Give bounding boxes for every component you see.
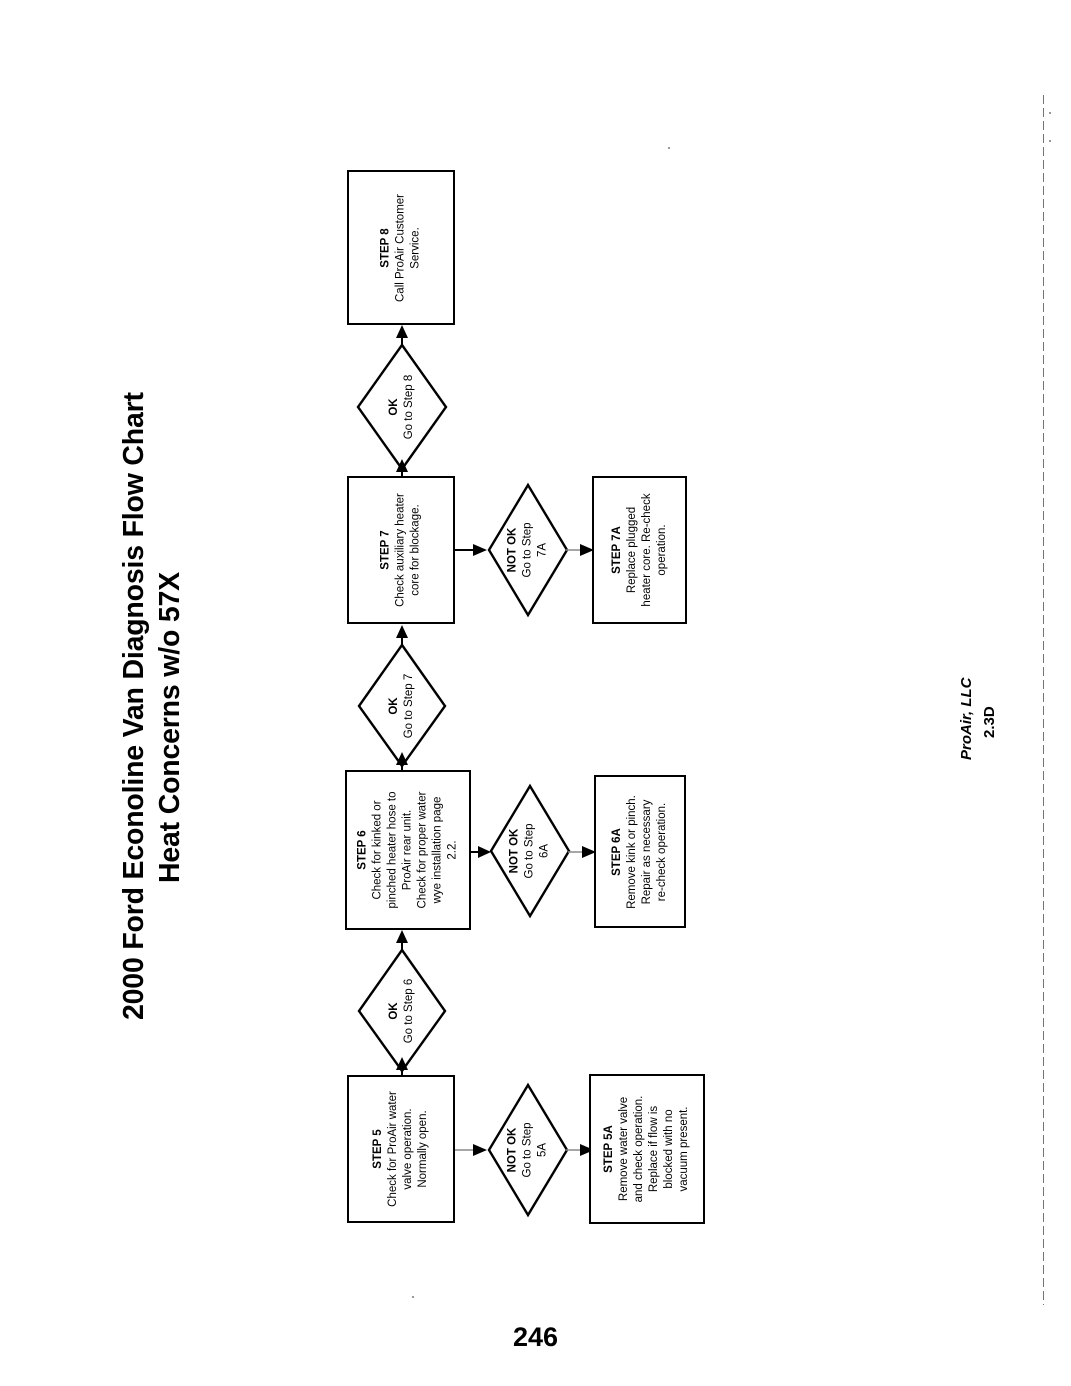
connector-step7-to-notok7 <box>455 539 487 561</box>
flow-node-step-6a-line-2: Repair as necessary <box>641 799 653 904</box>
flow-decision-not-ok-go-to-step-6a[interactable]: NOT OK Go to Step 6A <box>489 783 571 919</box>
scan-artifact-speck <box>1049 140 1051 142</box>
scan-artifact-speck <box>668 147 670 149</box>
flow-decision-notok7-line-2: 7A <box>536 542 549 558</box>
flow-node-step-6-title: STEP 6 <box>356 830 369 870</box>
flow-node-step-5a-line-2: and check operation. <box>633 1095 646 1203</box>
flow-node-step-6a-line-1: Remove kink or pinch. <box>626 794 639 909</box>
flow-decision-ok7-line-1: Go to Step 8 <box>403 374 415 440</box>
flow-node-step-6-line-3: ProAir rear unit. <box>401 809 414 891</box>
flow-decision-notok7-line-1: Go to Step <box>521 522 534 578</box>
flow-decision-ok6-line-1: Go to Step 7 <box>403 673 415 738</box>
page-title-line-2: Heat Concerns w/o 57X <box>153 572 186 883</box>
flow-node-step-7-title: STEP 7 <box>379 530 392 570</box>
flow-node-step-5a-line-5: vacuum present. <box>677 1106 690 1192</box>
flow-node-step-5-line-2: valve operation. <box>402 1108 414 1190</box>
connector-notok5-to-step5a <box>566 1139 594 1161</box>
flow-decision-not-ok-go-to-step-5a[interactable]: NOT OK Go to Step 5A <box>487 1082 569 1218</box>
flow-node-step-7a-title: STEP 7A <box>610 526 623 574</box>
flow-node-step-5a[interactable]: STEP 5A Remove water valve and check ope… <box>589 1074 705 1224</box>
flow-node-step-6[interactable]: STEP 6 Check for kinked or pinched heate… <box>345 770 471 930</box>
flow-decision-notok6-line-2: 6A <box>538 843 551 859</box>
flow-node-step-5a-line-1: Remove water valve <box>618 1096 631 1202</box>
flow-node-step-5a-line-4: blocked with no <box>662 1109 675 1189</box>
flow-decision-ok6-title: OK <box>388 696 401 715</box>
flow-decision-ok5-title: OK <box>388 1001 401 1020</box>
flow-node-step-7[interactable]: STEP 7 Check auxiliary heater core for b… <box>347 476 455 624</box>
connector-step5-to-notok5 <box>455 1139 487 1161</box>
connector-notok6-to-step6a <box>568 841 596 863</box>
flow-node-step-5a-title: STEP 5A <box>603 1125 616 1173</box>
flow-node-step-5-line-3: Normally open. <box>416 1110 429 1188</box>
footer-company-name: ProAir, LLC <box>958 677 975 760</box>
scan-artifact-speck <box>412 1296 414 1298</box>
flow-decision-notok5-title: NOT OK <box>506 1127 519 1173</box>
footer-revision: 2.3D <box>980 706 998 738</box>
flow-node-step-8[interactable]: STEP 8 Call ProAir Customer Service. <box>347 170 455 325</box>
flow-node-step-6-line-5: wye installation page <box>431 796 444 904</box>
flow-node-step-7a-line-3: operation. <box>655 524 668 576</box>
flow-node-step-5-line-1: Check for ProAir water <box>387 1091 400 1207</box>
flow-decision-ok7-title: OK <box>388 398 401 416</box>
flow-decision-notok5-line-2: 5A <box>536 1142 549 1158</box>
scan-artifact-speck <box>1049 112 1051 114</box>
flow-decision-notok6-title: NOT OK <box>508 828 521 874</box>
flow-node-step-6a-line-3: re-check operation. <box>655 802 668 901</box>
flow-node-step-6a[interactable]: STEP 6A Remove kink or pinch. Repair as … <box>594 775 686 928</box>
page-number: 246 <box>512 1322 559 1352</box>
flow-node-step-8-line-1: Call ProAir Customer <box>394 193 407 302</box>
connector-notok7-to-step7a <box>566 539 594 561</box>
flow-node-step-8-line-2: Service. <box>409 226 422 269</box>
flow-decision-notok7-title: NOT OK <box>506 527 519 573</box>
flow-decision-ok5-line-1: Go to Step 6 <box>403 978 415 1043</box>
page-title: 2000 Ford Econoline Van Diagnosis Flow C… <box>118 300 187 1020</box>
flow-decision-not-ok-go-to-step-7a[interactable]: NOT OK Go to Step 7A <box>487 482 569 618</box>
flow-node-step-5[interactable]: STEP 5 Check for ProAir water valve oper… <box>347 1075 455 1223</box>
flow-node-step-7a[interactable]: STEP 7A Replace plugged heater core. Re-… <box>592 476 687 624</box>
flow-decision-ok-go-to-step-7[interactable]: OK Go to Step 7 <box>357 642 447 769</box>
flow-decision-ok-go-to-step-8[interactable]: OK Go to Step 8 <box>356 342 448 472</box>
connector-step6-to-notok6 <box>471 841 491 863</box>
flow-node-step-6-line-6: 2.2. <box>446 840 459 860</box>
flow-node-step-7-line-2: core for blockage. <box>409 504 422 596</box>
flow-node-step-6a-title: STEP 6A <box>611 827 624 876</box>
flow-node-step-7a-line-2: heater core. Re-check <box>640 493 653 607</box>
flow-node-step-5a-line-3: Replace if flow is <box>648 1105 660 1193</box>
flow-decision-notok6-line-1: Go to Step <box>523 823 536 879</box>
page-title-line-1: 2000 Ford Econoline Van Diagnosis Flow C… <box>118 392 150 1020</box>
flow-node-step-8-title: STEP 8 <box>379 227 392 268</box>
flow-decision-notok5-line-1: Go to Step <box>521 1122 534 1178</box>
footer: ProAir, LLC 2.3D <box>958 560 1000 760</box>
scan-artifact-edge-line <box>1043 95 1044 1305</box>
flow-decision-ok-go-to-step-6[interactable]: OK Go to Step 6 <box>357 947 447 1074</box>
flow-node-step-7a-line-1: Replace plugged <box>625 506 638 594</box>
flow-node-step-6-line-4: Check for proper water <box>416 791 429 909</box>
flow-node-step-5-title: STEP 5 <box>372 1129 385 1169</box>
flow-node-step-6-line-2: pinched heater hose to <box>386 791 399 909</box>
flow-node-step-6-line-1: Check for kinked or <box>371 800 384 900</box>
flow-node-step-7-line-1: Check auxiliary heater <box>394 493 407 607</box>
